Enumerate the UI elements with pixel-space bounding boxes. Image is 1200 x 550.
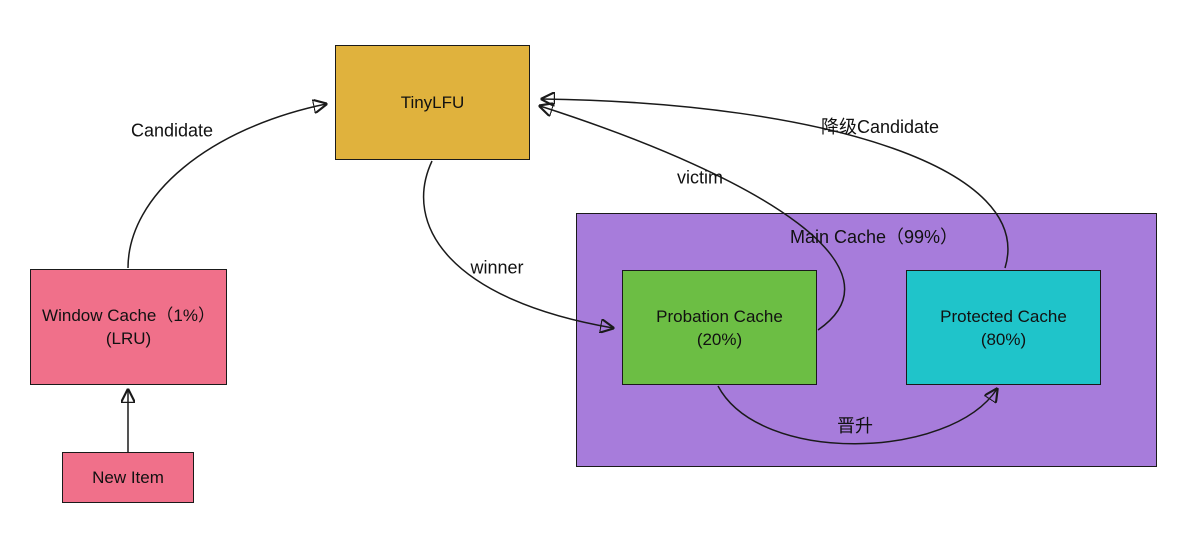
main-cache-title: Main Cache（99%） — [789, 227, 959, 247]
node-window-cache: Window Cache（1%） (LRU) — [30, 269, 227, 385]
node-protected-cache-label-line1: Protected Cache — [940, 306, 1067, 326]
node-protected-cache-label-line2: (80%) — [980, 329, 1027, 349]
node-window-cache-label-line1: Window Cache（1%） — [42, 306, 215, 325]
edge-label-promote: 晋升 — [837, 416, 873, 436]
node-probation-cache-label-line2: (20%) — [696, 329, 743, 349]
node-window-cache-label-line2: (LRU) — [105, 329, 152, 348]
node-new-item: New Item — [62, 452, 194, 503]
node-protected-cache: Protected Cache (80%) — [906, 270, 1101, 385]
node-new-item-label: New Item — [92, 468, 164, 487]
node-tinylfu-label: TinyLFU — [400, 93, 465, 112]
node-probation-cache: Probation Cache (20%) — [622, 270, 817, 385]
node-probation-cache-label-line1: Probation Cache — [656, 306, 783, 326]
node-tinylfu: TinyLFU — [335, 45, 530, 160]
edge-label-candidate: Candidate — [130, 120, 214, 141]
edge-label-winner: winner — [470, 257, 524, 278]
edge-label-demote-candidate: 降级Candidate — [820, 117, 940, 137]
edge-label-victim: victim — [677, 167, 723, 188]
